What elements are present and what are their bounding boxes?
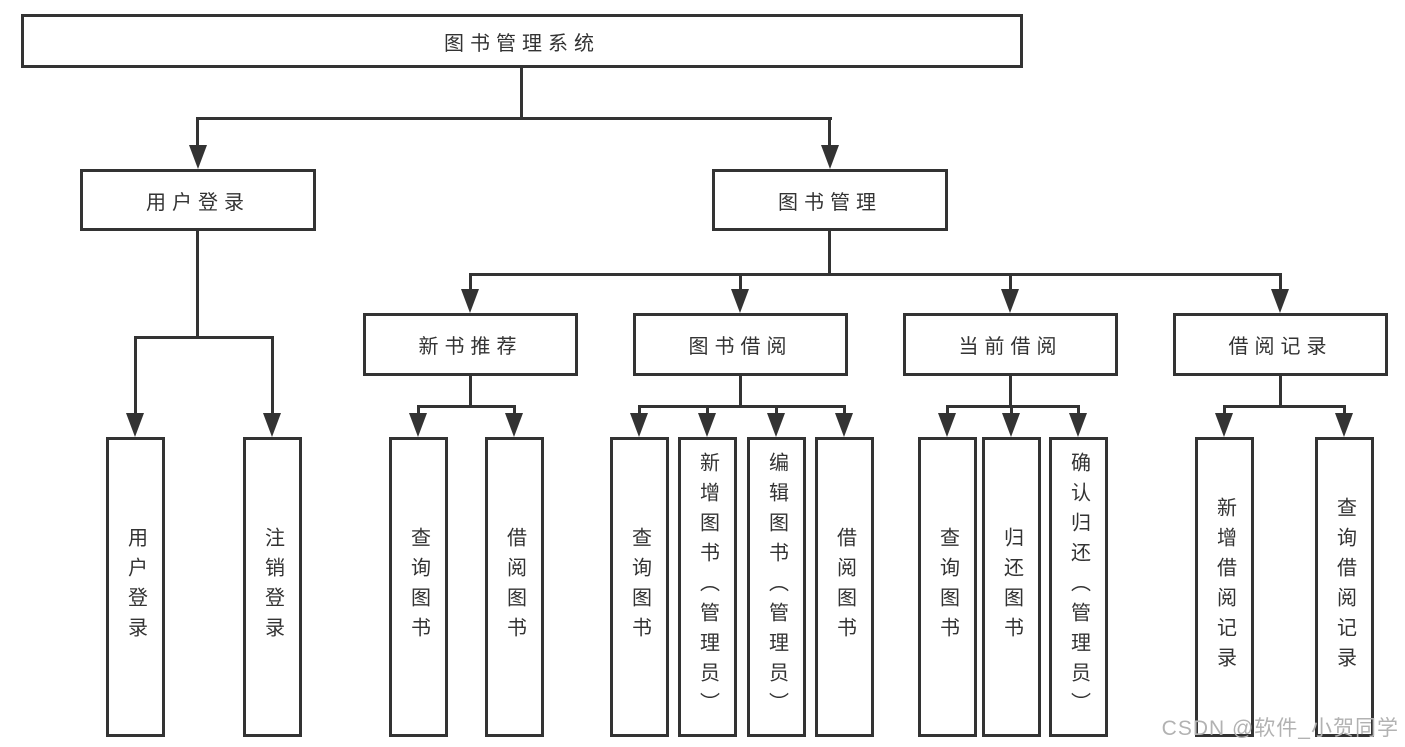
leaf-cb-confirm-return: 确认归还（管理员） bbox=[1049, 437, 1108, 737]
leaf-nb-borrow-books: 借阅图书 bbox=[485, 437, 544, 737]
arrowhead-down-icon bbox=[126, 413, 144, 437]
arrowhead-down-icon bbox=[409, 413, 427, 437]
connector-line-userlogin-stem bbox=[196, 231, 199, 339]
connector-line-arrow-stem bbox=[271, 336, 274, 416]
connector-line-userlogin-bus bbox=[134, 336, 274, 339]
node-book-mgmt: 图书管理 bbox=[712, 169, 948, 231]
arrowhead-down-icon bbox=[731, 289, 749, 313]
connector-line-arrow-stem bbox=[828, 117, 831, 147]
connector-line-newbooks-bus bbox=[417, 405, 516, 408]
connector-line-arrow-stem bbox=[739, 273, 742, 292]
connector-line-borrowrecords-bus bbox=[1223, 405, 1346, 408]
arrowhead-down-icon bbox=[938, 413, 956, 437]
connector-line-borrowrecords-stem bbox=[1279, 376, 1282, 408]
arrowhead-down-icon bbox=[630, 413, 648, 437]
node-root: 图书管理系统 bbox=[21, 14, 1023, 68]
leaf-cb-return-books: 归还图书 bbox=[982, 437, 1041, 737]
arrowhead-down-icon bbox=[698, 413, 716, 437]
node-user-login: 用户登录 bbox=[80, 169, 316, 231]
connector-line-arrow-stem bbox=[196, 117, 199, 147]
connector-line-bookborrow-bus bbox=[638, 405, 846, 408]
leaf-br-query-record: 查询借阅记录 bbox=[1315, 437, 1374, 737]
node-current-borrow: 当前借阅 bbox=[903, 313, 1118, 376]
arrowhead-down-icon bbox=[1271, 289, 1289, 313]
leaf-logout: 注销登录 bbox=[243, 437, 302, 737]
connector-line-arrow-stem bbox=[843, 405, 846, 416]
leaf-user-login: 用户登录 bbox=[106, 437, 165, 737]
connector-line-arrow-stem bbox=[1279, 273, 1282, 292]
arrowhead-down-icon bbox=[461, 289, 479, 313]
leaf-bb-borrow-books: 借阅图书 bbox=[815, 437, 874, 737]
connector-line-level2-bus bbox=[196, 117, 832, 120]
connector-line-arrow-stem bbox=[417, 405, 420, 416]
arrowhead-down-icon bbox=[505, 413, 523, 437]
connector-line-arrow-stem bbox=[775, 405, 778, 416]
leaf-br-add-record: 新增借阅记录 bbox=[1195, 437, 1254, 737]
connector-line-arrow-stem bbox=[513, 405, 516, 416]
node-new-books: 新书推荐 bbox=[363, 313, 578, 376]
connector-line-arrow-stem bbox=[1223, 405, 1226, 416]
arrowhead-down-icon bbox=[1001, 289, 1019, 313]
connector-line-arrow-stem bbox=[469, 273, 472, 292]
leaf-bb-query-books: 查询图书 bbox=[610, 437, 669, 737]
connector-line-level3-bus bbox=[469, 273, 1282, 276]
watermark: CSDN @软件_小贺同学 bbox=[1161, 717, 1399, 740]
connector-line-arrow-stem bbox=[946, 405, 949, 416]
connector-line-arrow-stem bbox=[1077, 405, 1080, 416]
connector-line-root-stem bbox=[520, 66, 523, 120]
connector-line-currentborrow-bus bbox=[946, 405, 1080, 408]
arrowhead-down-icon bbox=[821, 145, 839, 169]
node-borrow-records: 借阅记录 bbox=[1173, 313, 1388, 376]
arrowhead-down-icon bbox=[1002, 413, 1020, 437]
connector-line-arrow-stem bbox=[1009, 273, 1012, 292]
connector-line-currentborrow-stem bbox=[1009, 376, 1012, 408]
connector-line-bookborrow-stem bbox=[739, 376, 742, 408]
connector-line-arrow-stem bbox=[1343, 405, 1346, 416]
arrowhead-down-icon bbox=[263, 413, 281, 437]
arrowhead-down-icon bbox=[1215, 413, 1233, 437]
connector-line-newbooks-stem bbox=[469, 376, 472, 408]
arrowhead-down-icon bbox=[1069, 413, 1087, 437]
connector-line-arrow-stem bbox=[134, 336, 137, 416]
arrowhead-down-icon bbox=[767, 413, 785, 437]
connector-line-arrow-stem bbox=[638, 405, 641, 416]
node-book-borrow: 图书借阅 bbox=[633, 313, 848, 376]
arrowhead-down-icon bbox=[189, 145, 207, 169]
leaf-bb-add-books: 新增图书（管理员） bbox=[678, 437, 737, 737]
arrowhead-down-icon bbox=[1335, 413, 1353, 437]
connector-line-arrow-stem bbox=[1010, 405, 1013, 416]
leaf-cb-query-books: 查询图书 bbox=[918, 437, 977, 737]
connector-line-bookmgmt-stem bbox=[828, 231, 831, 276]
leaf-nb-query-books: 查询图书 bbox=[389, 437, 448, 737]
arrowhead-down-icon bbox=[835, 413, 853, 437]
connector-line-arrow-stem bbox=[706, 405, 709, 416]
leaf-bb-edit-books: 编辑图书（管理员） bbox=[747, 437, 806, 737]
